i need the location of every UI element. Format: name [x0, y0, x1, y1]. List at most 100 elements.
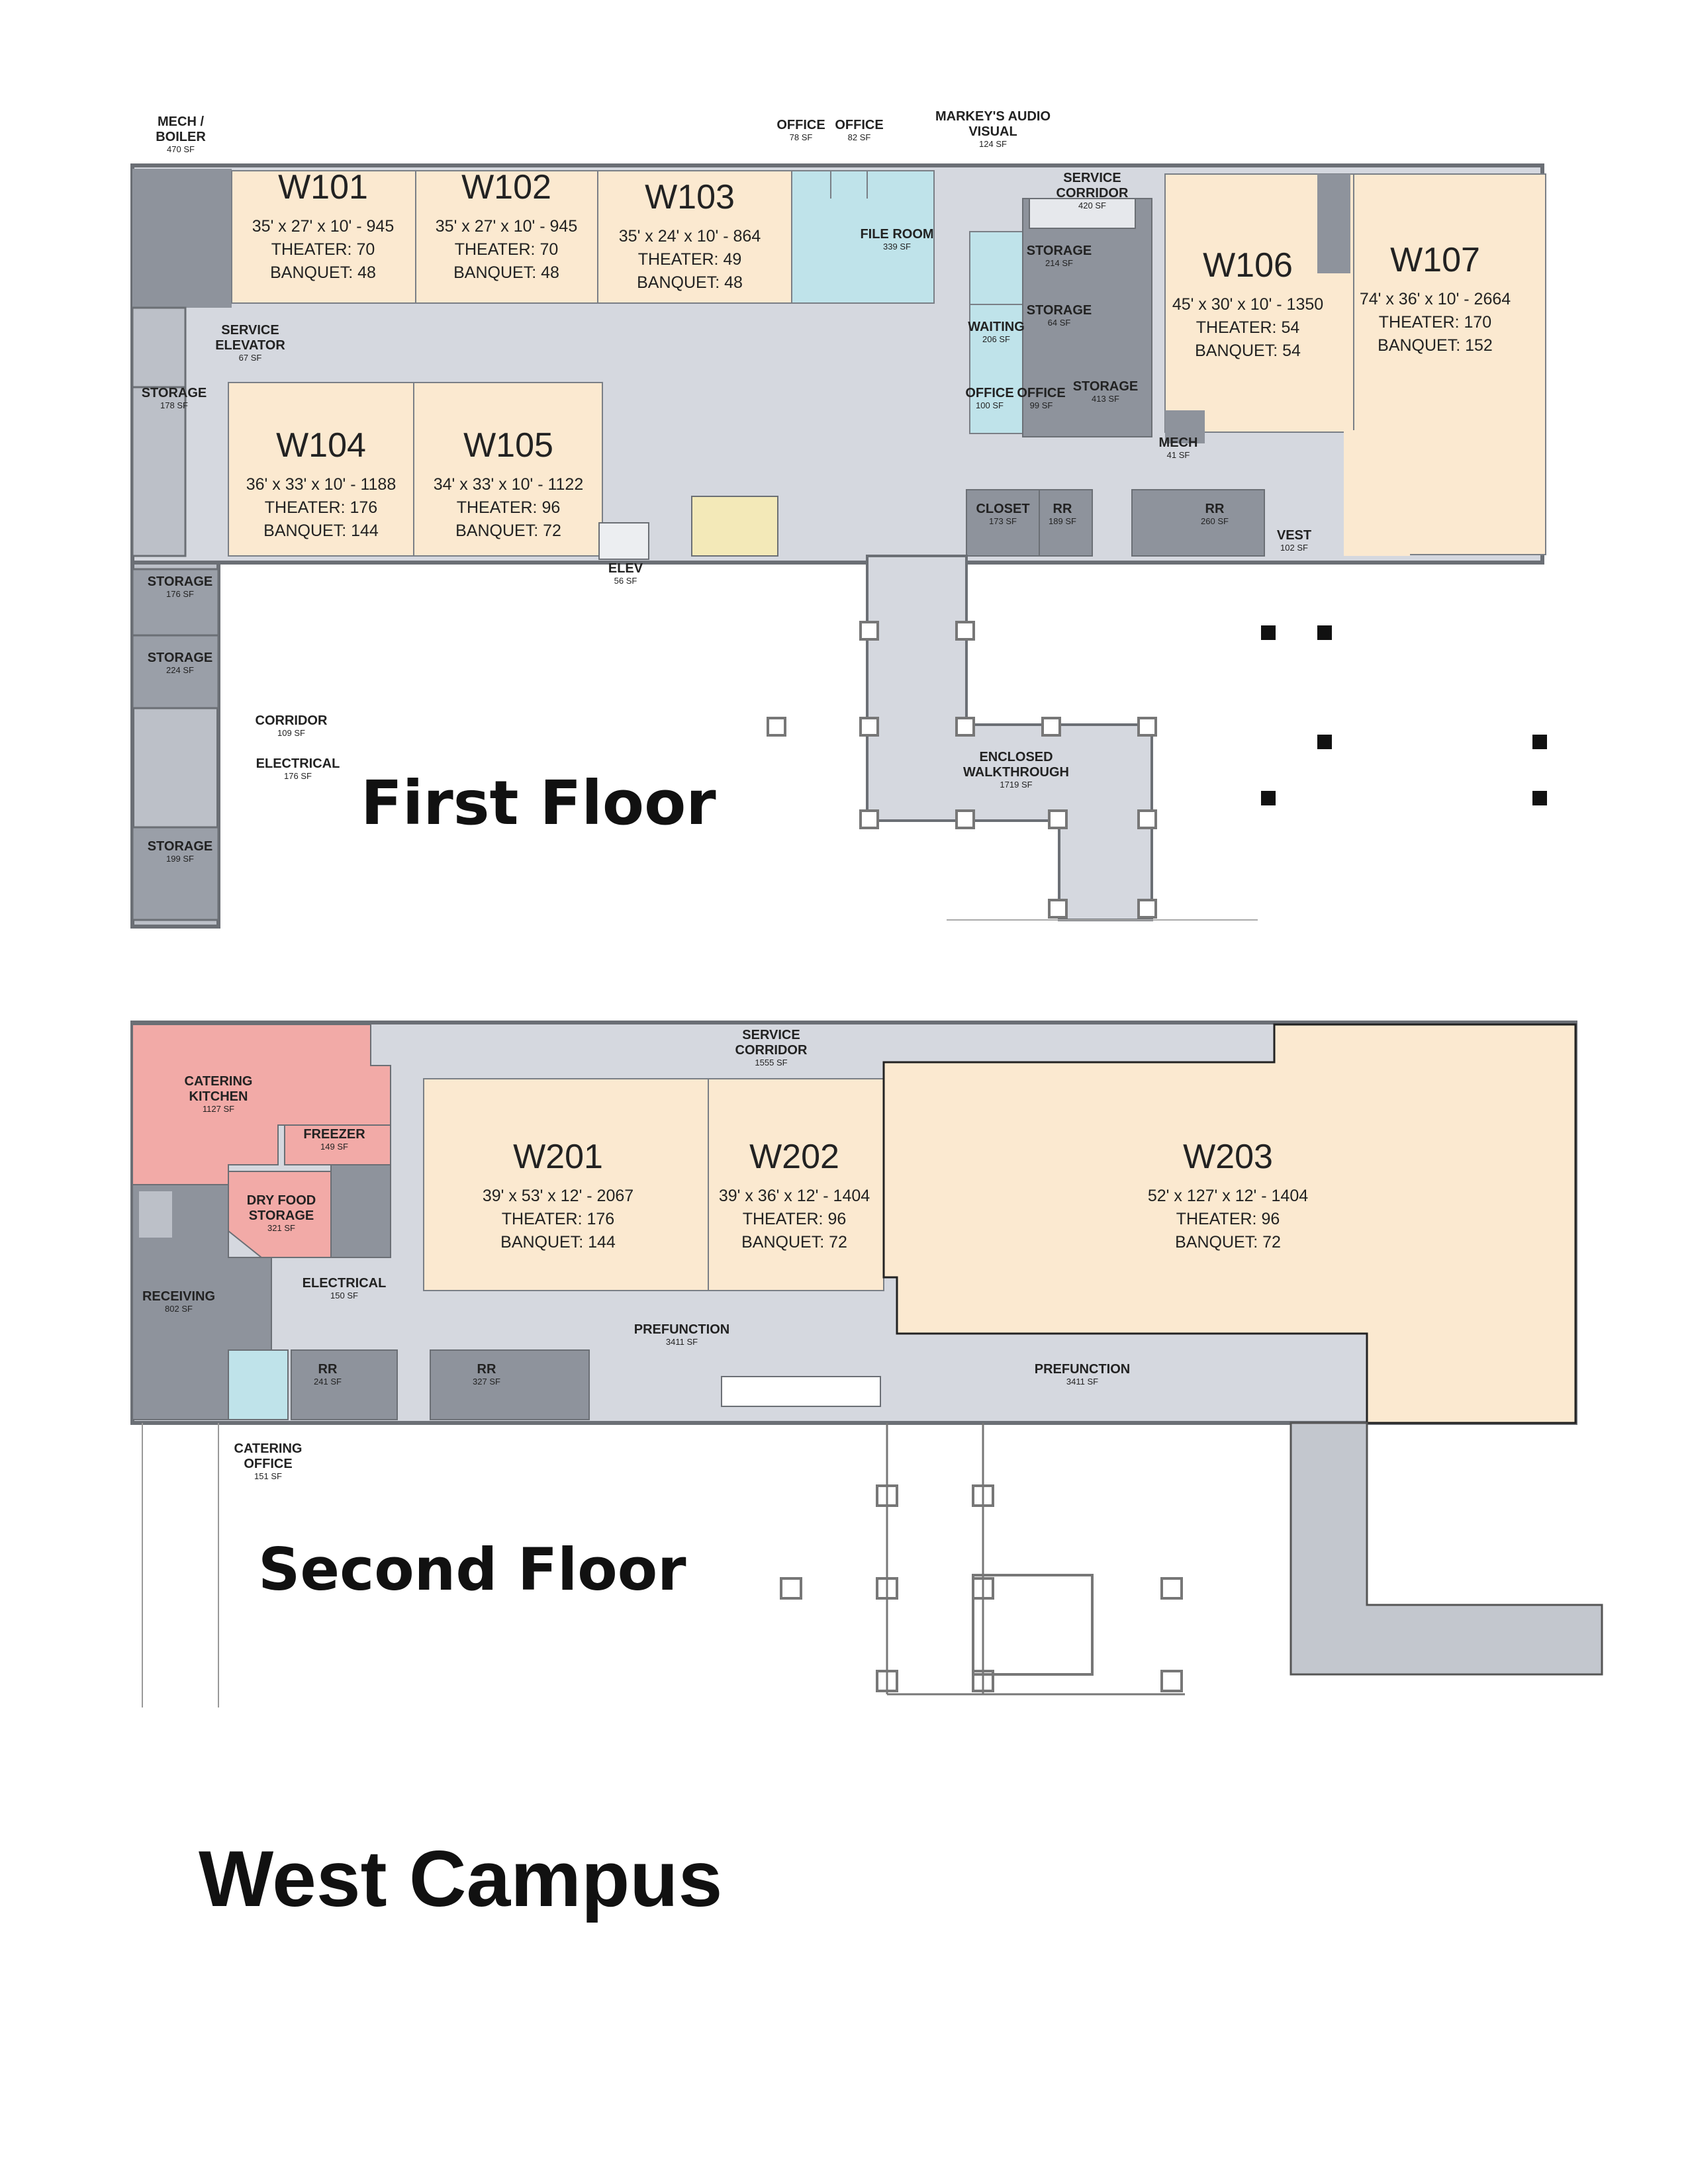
second-floor-plan [130, 1021, 1603, 1707]
room-name-w103: W103 [645, 178, 735, 216]
space-area-rr-241: 241 SF [314, 1377, 342, 1387]
space-area-markeys-av: 124 SF [979, 139, 1007, 149]
space-name-storage-413: STORAGE [1073, 379, 1139, 394]
exterior-posts [1261, 625, 1547, 805]
room-theater-w202: THEATER: 96 [743, 1210, 847, 1228]
closet-block [966, 489, 1040, 557]
space-name-rr-241: RR [318, 1362, 338, 1377]
space-name-service-corridor: CORRIDOR [1056, 186, 1129, 201]
space-name-catering-office: CATERING [234, 1441, 303, 1456]
space-name-mech-boiler: MECH / [158, 114, 204, 129]
space-name-service-corridor-2: SERVICE [742, 1028, 800, 1042]
room-theater-w101: THEATER: 70 [271, 240, 375, 259]
space-area-rr-260: 260 SF [1201, 516, 1229, 526]
space-name-freezer: FREEZER [303, 1127, 365, 1142]
markeys-av-area [969, 231, 1023, 305]
space-area-mech: 41 SF [1167, 450, 1190, 460]
space-area-office-2: 82 SF [848, 132, 871, 142]
room-dims-w101: 35' x 27' x 10' - 945 [252, 217, 394, 236]
space-area-rr-189: 189 SF [1049, 516, 1076, 526]
pergola-frame [972, 1574, 1094, 1676]
space-name-office-4: OFFICE [1017, 386, 1065, 400]
room-theater-w203: THEATER: 96 [1176, 1210, 1280, 1228]
space-name-electrical: ELECTRICAL [256, 756, 340, 771]
room-w105-area [413, 382, 603, 557]
space-area-closet: 173 SF [989, 516, 1017, 526]
room-dims-w201: 39' x 53' x 12' - 2067 [483, 1187, 633, 1205]
space-area-storage-178: 178 SF [160, 400, 188, 410]
room-banquet-w101: BANQUET: 48 [270, 263, 376, 282]
space-area-elev: 56 SF [614, 576, 637, 586]
room-name-w102: W102 [461, 168, 551, 206]
room-banquet-w202: BANQUET: 72 [741, 1233, 847, 1251]
first-floor-plan [130, 163, 1547, 929]
space-name-markeys-av: VISUAL [968, 124, 1017, 139]
space-name-storage-178: STORAGE [142, 386, 207, 400]
catering-office-area [228, 1349, 289, 1420]
space-area-rr-327: 327 SF [473, 1377, 500, 1387]
space-area-service-elevator: 67 SF [239, 353, 262, 363]
space-area-storage-214: 214 SF [1045, 258, 1073, 268]
freezer-area [284, 1124, 391, 1165]
campus-title: West Campus [199, 1835, 723, 1923]
rr-327-area [430, 1349, 590, 1420]
room-theater-w107: THEATER: 170 [1379, 313, 1491, 332]
rr-241-area [291, 1349, 398, 1420]
room-dims-w203: 52' x 127' x 12' - 1404 [1148, 1187, 1308, 1205]
space-area-office-1: 78 SF [790, 132, 813, 142]
space-name-electrical-2: ELECTRICAL [303, 1276, 387, 1291]
room-theater-w106: THEATER: 54 [1196, 318, 1300, 337]
space-name-storage-64: STORAGE [1027, 303, 1092, 318]
east-service-column [1317, 174, 1350, 273]
room-dims-w202: 39' x 36' x 12' - 1404 [719, 1187, 870, 1205]
space-name-enclosed-walkthrough: ENCLOSED [979, 750, 1053, 764]
space-name-service-elevator: ELEVATOR [215, 338, 285, 353]
electrical-2-area [330, 1164, 391, 1258]
space-name-catering-kitchen: KITCHEN [189, 1089, 248, 1104]
space-area-electrical-2: 150 SF [330, 1291, 358, 1300]
space-name-service-corridor: SERVICE [1063, 171, 1121, 185]
space-name-office-3: OFFICE [965, 386, 1013, 400]
room-banquet-w203: BANQUET: 72 [1175, 1233, 1281, 1251]
space-name-dry-food-storage: DRY FOOD [247, 1193, 316, 1208]
space-area-storage-224: 224 SF [166, 665, 194, 675]
service-corridor-stairs [1029, 198, 1136, 229]
space-area-service-corridor: 420 SF [1078, 201, 1106, 210]
room-w103-area [597, 170, 792, 304]
space-area-storage-413: 413 SF [1092, 394, 1119, 404]
rr-189-block [1039, 489, 1093, 557]
room-theater-w103: THEATER: 49 [638, 250, 742, 269]
space-name-rr-327: RR [477, 1362, 496, 1377]
room-banquet-w107: BANQUET: 152 [1378, 336, 1493, 355]
space-area-receiving: 802 SF [165, 1304, 193, 1314]
space-area-storage-199: 199 SF [166, 854, 194, 864]
space-area-office-3: 100 SF [976, 400, 1004, 410]
space-name-mech-boiler: BOILER [156, 130, 206, 144]
space-area-file-room: 339 SF [883, 242, 911, 251]
room-name-w105: W105 [463, 426, 553, 465]
elev-block [598, 522, 649, 560]
space-name-office-1: OFFICE [776, 118, 825, 132]
space-area-mech-boiler: 470 SF [167, 144, 195, 154]
room-dims-w105: 34' x 33' x 10' - 1122 [434, 475, 584, 494]
space-name-storage-199: STORAGE [148, 839, 213, 854]
space-area-enclosed-walkthrough: 1719 SF [1000, 780, 1032, 790]
room-name-w201: W201 [513, 1138, 603, 1176]
storage-178-block [131, 386, 187, 557]
service-elevator-block [131, 306, 187, 388]
room-name-w101: W101 [278, 168, 368, 206]
space-name-storage-214: STORAGE [1027, 244, 1092, 258]
first-floor-title: First Floor [361, 768, 716, 839]
stair-prefunction [721, 1376, 881, 1407]
room-theater-w201: THEATER: 176 [502, 1210, 614, 1228]
space-name-rr-260: RR [1205, 502, 1225, 516]
space-name-vest: VEST [1277, 528, 1311, 543]
space-area-waiting: 206 SF [982, 334, 1010, 344]
space-name-dry-food-storage: STORAGE [249, 1208, 314, 1223]
service-storage-block [1022, 198, 1152, 437]
rr-260-block [1131, 489, 1265, 557]
space-name-service-elevator: SERVICE [221, 323, 279, 338]
room-dims-w102: 35' x 27' x 10' - 945 [436, 217, 577, 236]
receiving-notch [139, 1191, 172, 1238]
space-name-service-corridor-2: CORRIDOR [735, 1043, 808, 1058]
